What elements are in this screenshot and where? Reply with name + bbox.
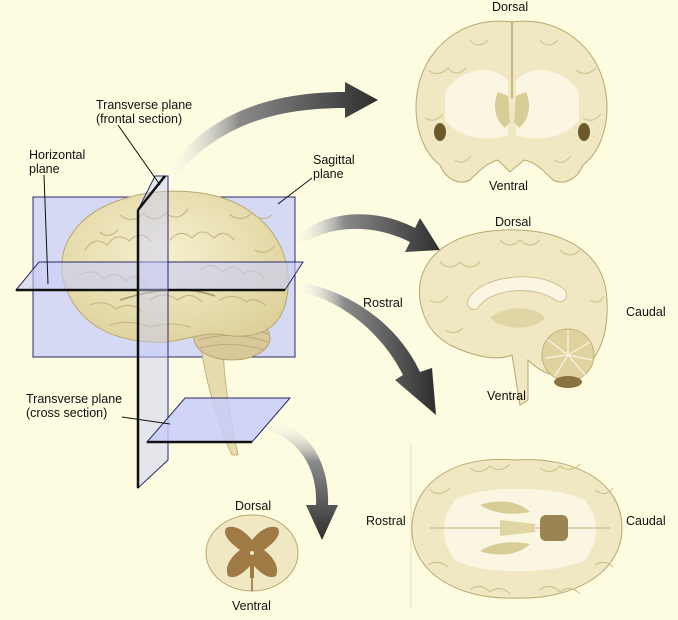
- horizontal-section: [410, 444, 623, 608]
- arrow-to-sagittal: [293, 214, 440, 252]
- horizontal-caudal-label: Caudal: [626, 514, 666, 528]
- spinal-dorsal-label: Dorsal: [235, 499, 272, 513]
- sagittal-dorsal-label: Dorsal: [495, 215, 532, 229]
- label-sagittal-line1: Sagittal: [313, 153, 355, 167]
- sagittal-caudal-label: Caudal: [626, 305, 666, 319]
- label-horizontal-plane: Horizontal plane: [29, 148, 85, 176]
- sagittal-rostral-label: Rostral: [363, 296, 403, 310]
- arrow-to-horizontal: [296, 282, 436, 415]
- label-horizontal-line1: Horizontal: [29, 148, 86, 162]
- sagittal-section: [418, 229, 608, 406]
- transverse-frontal-plane: [137, 175, 169, 490]
- arrow-to-coronal: [165, 82, 378, 180]
- label-transverse-frontal: Transverse plane (frontal section): [96, 98, 192, 126]
- label-transverse-cross-line1: Transverse plane: [26, 392, 123, 406]
- label-transverse-frontal-line2: (frontal section): [96, 112, 183, 126]
- label-sagittal-line2: plane: [313, 167, 344, 181]
- label-horizontal-line2: plane: [29, 162, 60, 176]
- label-transverse-cross-line2: (cross section): [26, 406, 108, 420]
- label-transverse-cross: Transverse plane (cross section): [26, 392, 122, 420]
- coronal-ventral-label: Ventral: [489, 179, 528, 193]
- sagittal-ventral-label: Ventral: [487, 389, 526, 403]
- label-sagittal-plane: Sagittal plane: [313, 153, 355, 181]
- horizontal-rostral-label: Rostral: [366, 514, 406, 528]
- coronal-dorsal-label: Dorsal: [492, 0, 529, 14]
- spinal-ventral-label: Ventral: [232, 599, 271, 613]
- coronal-section: [415, 20, 608, 183]
- label-transverse-frontal-line1: Transverse plane: [96, 98, 193, 112]
- spinal-cord-section: [205, 514, 299, 592]
- arrow-to-spinal: [268, 420, 338, 540]
